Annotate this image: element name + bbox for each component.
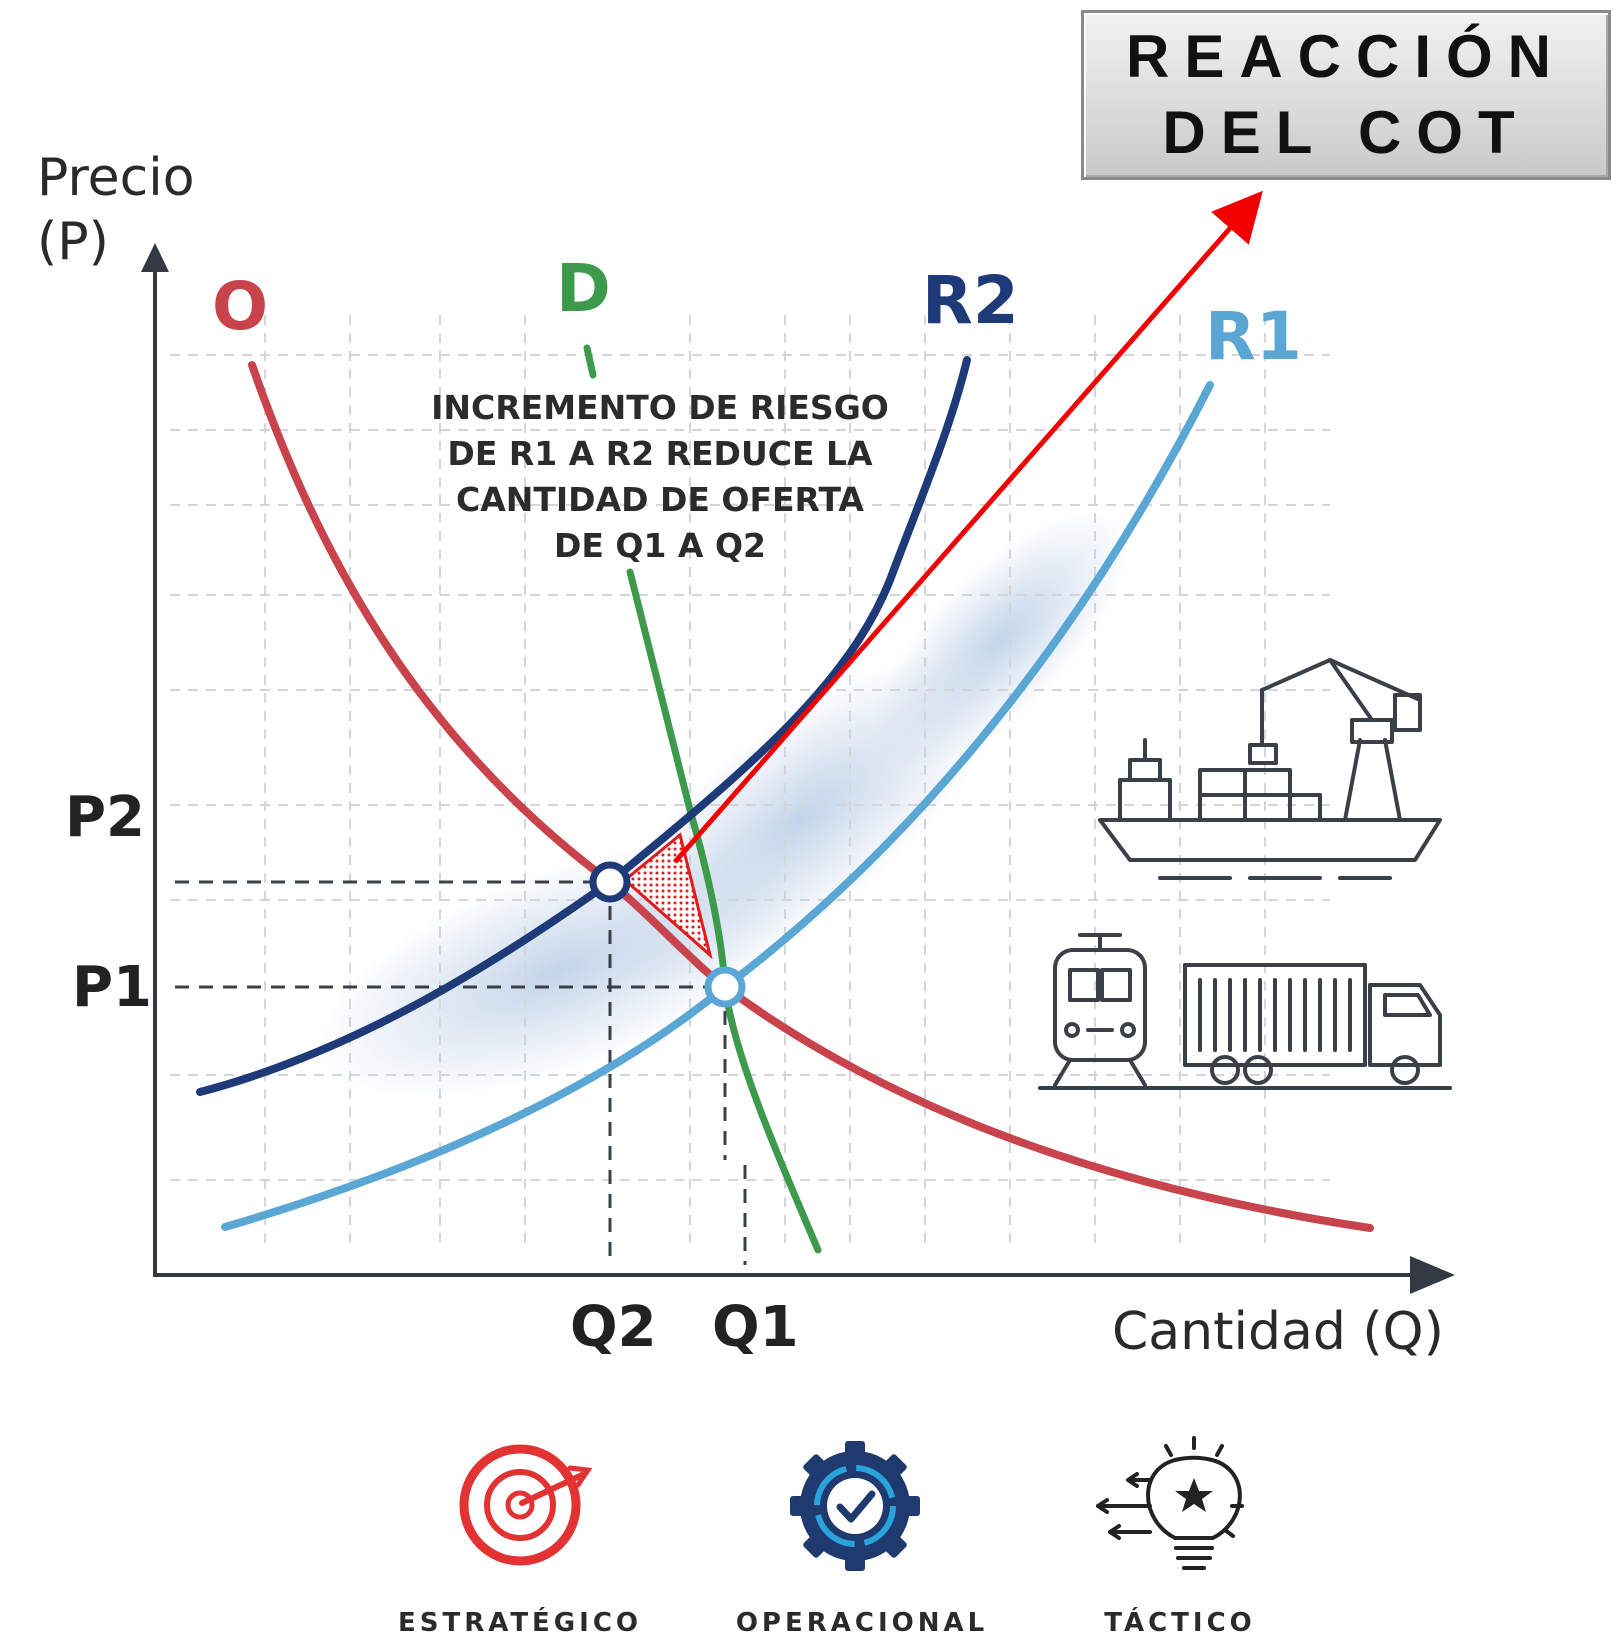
x-axis-arrow-icon xyxy=(1410,1256,1455,1294)
tick-label-q1: Q1 xyxy=(712,1295,799,1360)
curve-label-d: D xyxy=(556,250,611,327)
equilibrium-point-q1 xyxy=(704,966,746,1008)
tick-label-p2: P2 xyxy=(65,785,146,850)
title-line-2: DEL COT xyxy=(1162,99,1530,166)
train-icon xyxy=(1038,933,1452,1090)
curve-label-r1: R1 xyxy=(1205,298,1302,375)
curve-r2 xyxy=(196,356,971,1096)
category-label-tactical: TÁCTICO xyxy=(1104,1608,1256,1638)
axes xyxy=(141,243,1455,1294)
category-label-operational: OPERACIONAL xyxy=(735,1608,989,1638)
category-label-strategic: ESTRATÉGICO xyxy=(397,1608,643,1638)
curve-label-o: O xyxy=(212,268,269,345)
y-axis-unit: (P) xyxy=(37,212,109,272)
y-axis-title: Precio xyxy=(37,148,195,208)
curve-o xyxy=(248,361,1374,1232)
annotation-line: DE R1 A R2 REDUCE LA xyxy=(447,434,873,473)
curve-d-top-segment xyxy=(583,344,597,379)
gear-check-icon xyxy=(790,1441,920,1571)
annotation-line: INCREMENTO DE RIESGO xyxy=(431,388,889,427)
annotation-line: DE Q1 A Q2 xyxy=(554,526,766,565)
title-box: REACCIÓN DEL COT xyxy=(1081,10,1611,180)
container-truck-icon xyxy=(1183,963,1442,1085)
target-arrow-icon xyxy=(459,1444,593,1566)
triangle-highlight xyxy=(622,832,713,960)
curve-r1 xyxy=(221,381,1214,1231)
reaction-arrow xyxy=(673,190,1263,864)
equilibrium-point-q2 xyxy=(589,861,631,903)
container-ship-crane-icon xyxy=(1098,658,1442,880)
tick-label-q2: Q2 xyxy=(570,1295,657,1360)
curve-label-r2: R2 xyxy=(922,262,1019,339)
annotation-text: INCREMENTO DE RIESGO DE R1 A R2 REDUCE L… xyxy=(380,385,940,569)
y-axis-arrow-icon xyxy=(141,243,169,272)
tick-label-p1: P1 xyxy=(72,955,153,1020)
shaded-band xyxy=(313,510,1130,1100)
x-axis-title: Cantidad (Q) xyxy=(1112,1302,1444,1362)
annotation-line: CANTIDAD DE OFERTA xyxy=(456,480,864,519)
title-line-1: REACCIÓN xyxy=(1125,23,1566,90)
lightbulb-star-icon xyxy=(1096,1436,1244,1570)
